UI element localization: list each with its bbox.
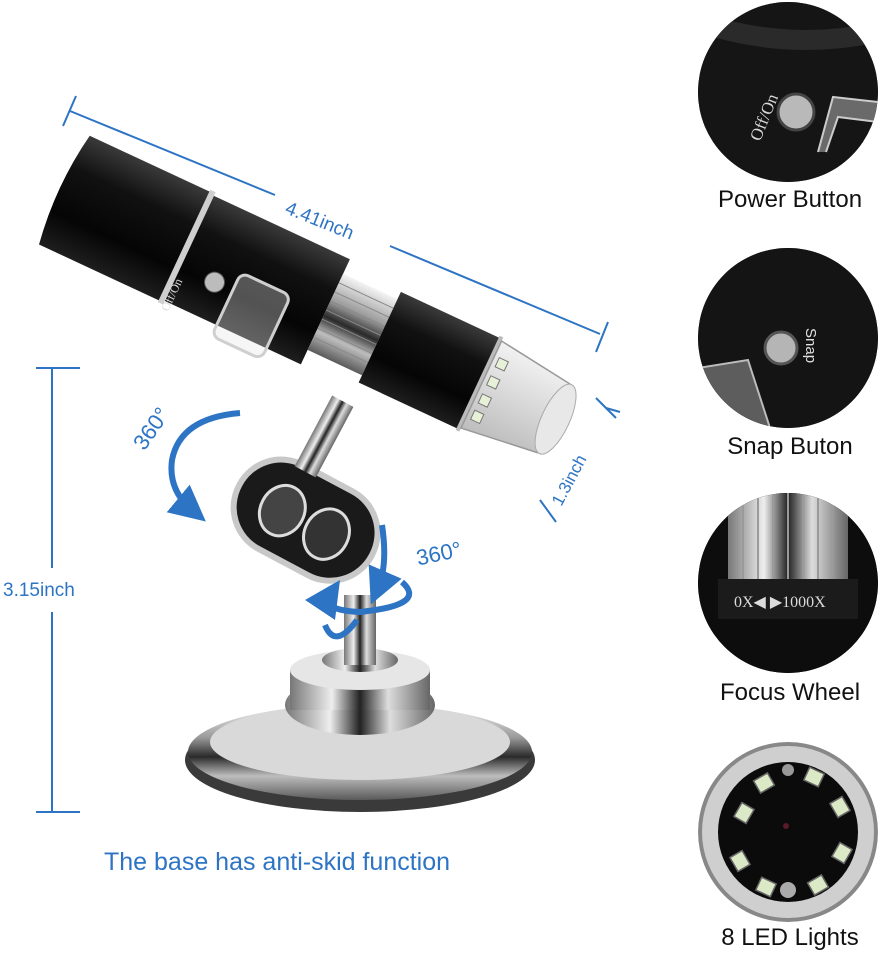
feature-power-button: Off/On Power Button: [690, 0, 879, 214]
height-dimension-line: [36, 367, 80, 813]
led-ring-closeup-icon: [698, 742, 878, 922]
rotation-arrow-lower: [305, 524, 413, 640]
power-button-closeup-icon: Off/On: [698, 2, 878, 182]
microscope-body: [39, 135, 577, 455]
focus-wheel-closeup-icon: 0X◀ ▶1000X: [698, 493, 878, 673]
height-label: 3.15inch: [3, 580, 75, 601]
swivel-arm: [230, 395, 381, 584]
feature-caption: Snap Buton: [727, 433, 853, 460]
snap-button-closeup-icon: Snap: [698, 248, 878, 428]
length-dimension-line: [62, 95, 609, 353]
anti-skid-caption: The base has anti-skid function: [104, 848, 451, 876]
focus-range-text: 0X◀ ▶1000X: [734, 594, 826, 611]
microscope-illustration: Off/On: [36, 95, 621, 813]
feature-caption: 8 LED Lights: [721, 924, 859, 951]
feature-led-lights: 8 LED Lights: [690, 742, 879, 952]
diameter-dimension-line: [539, 397, 621, 523]
feature-focus-wheel: 0X◀ ▶1000X Focus Wheel: [690, 493, 879, 707]
snap-closeup-text: Snap: [802, 328, 819, 363]
feature-caption: Focus Wheel: [719, 679, 861, 706]
feature-caption: Power Button: [717, 186, 863, 213]
stand-base: [185, 595, 535, 812]
rotation-arrow-upper: [166, 410, 241, 522]
feature-snap-button: Snap Snap Buton: [690, 248, 879, 461]
